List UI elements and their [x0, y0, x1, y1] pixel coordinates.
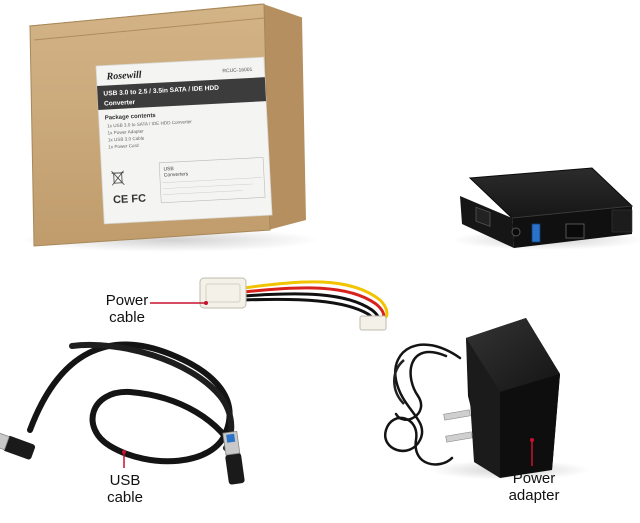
- molex-power-cable: [199, 277, 389, 331]
- box-contents-item: 1x USB 3.0 Cable: [108, 136, 145, 143]
- box-model: RCUC-16001: [222, 67, 253, 75]
- label-power-cable: Power cable: [98, 292, 156, 326]
- molex-connector-icon: [199, 277, 247, 309]
- box-title-line2: Converter: [104, 99, 136, 108]
- retail-box: Rosewill RCUC-16001 USB 3.0 to 2.5 / 3.5…: [20, 3, 320, 252]
- label-power-adapter-line2: adapter: [508, 487, 560, 504]
- usb-plug-left-icon: [0, 428, 36, 460]
- label-power-cable-line1: Power: [105, 292, 149, 309]
- label-power-adapter-line1: Power: [512, 470, 556, 487]
- hdd-converter-device: [452, 167, 640, 250]
- box-cert-marks: CE FC: [113, 193, 147, 207]
- box-label: Rosewill RCUC-16001 USB 3.0 to 2.5 / 3.5…: [95, 56, 273, 225]
- box-contents-item: 1x Power Adapter: [107, 129, 144, 136]
- plug-prong-icon: [445, 431, 473, 443]
- label-usb-cable-line2: cable: [107, 489, 143, 506]
- box-contents-item: 1x USB 3.0 to SATA / IDE HDD Converter: [107, 119, 192, 128]
- power-adapter: [384, 318, 590, 480]
- box-category-line1: USB: [163, 166, 174, 173]
- usb-plug-right-icon: [222, 430, 245, 485]
- label-power-cable-line2: cable: [109, 309, 145, 326]
- usb3-cable: [0, 341, 245, 485]
- box-contents-heading: Package contents: [105, 113, 157, 122]
- usb-port-icon: [531, 223, 541, 243]
- plug-prong-icon: [443, 409, 471, 421]
- callout-lines: [122, 301, 534, 468]
- label-power-adapter: Power adapter: [500, 470, 568, 504]
- weee-bin-icon: [111, 170, 125, 186]
- box-category-line2: Converters: [164, 171, 189, 178]
- box-side-face: [262, 4, 306, 230]
- molex-port-icon: [565, 223, 585, 239]
- floppy-connector-icon: [359, 315, 387, 331]
- box-brand: Rosewill: [105, 70, 142, 83]
- dc-jack-icon: [511, 227, 521, 237]
- label-usb-cable-line1: USB: [109, 472, 141, 489]
- power-switch-icon: [475, 206, 491, 227]
- label-usb-cable: USB cable: [96, 472, 154, 506]
- box-contents-item: 1x Power Cord: [108, 143, 139, 150]
